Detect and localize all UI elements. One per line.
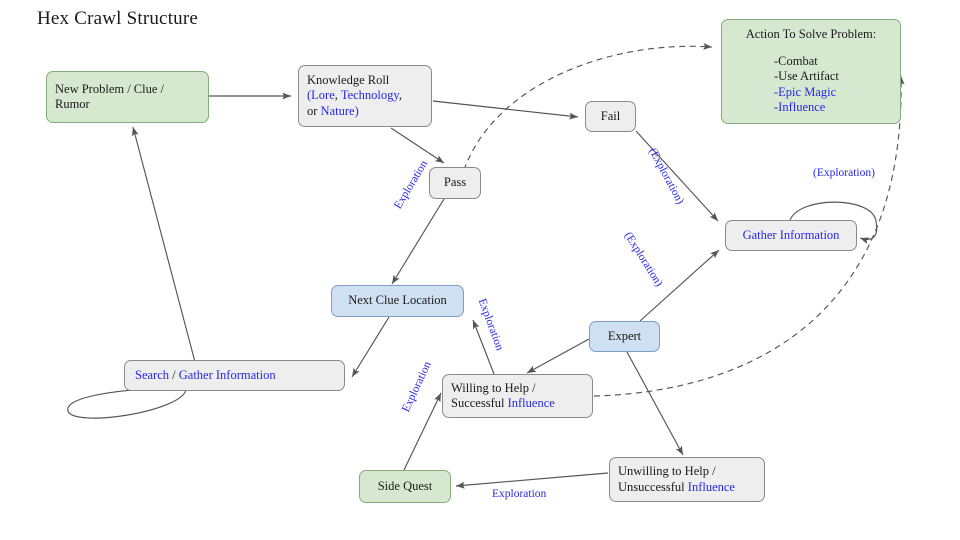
action-item-influence: -Influence: [774, 100, 826, 114]
edge-search-to-newproblem: [131, 126, 196, 363]
node-unwilling-line2: Unsuccessful Influence: [618, 479, 735, 494]
edge-knowledgeroll-to-fail: [432, 100, 579, 120]
page-title: Hex Crawl Structure: [37, 8, 199, 29]
edge-label-expert-to-gather: (Exploration): [621, 230, 665, 289]
node-action-title: Action To Solve Problem:: [745, 27, 877, 41]
node-knowledge-roll-line2: (Lore, Technology,: [307, 88, 402, 103]
node-unwilling-to-help[interactable]: Unwilling to Help / Unsuccessful Influen…: [609, 457, 765, 502]
node-expert[interactable]: Expert: [589, 321, 660, 352]
node-expert-label: Expert: [607, 328, 642, 343]
edge-knowledgeroll-to-pass: [390, 127, 445, 164]
node-new-problem-line2: Rumor: [55, 97, 90, 111]
node-action-list: -Combat -Use Artifact -Epic Magic -Influ…: [730, 54, 892, 116]
node-gather-information[interactable]: Gather Information: [725, 220, 857, 251]
node-fail[interactable]: Fail: [585, 101, 636, 132]
node-new-problem-line1: New Problem / Clue /: [55, 81, 165, 96]
node-next-clue-location-label: Next Clue Location: [348, 293, 447, 308]
node-willing-line1: Willing to Help /: [451, 380, 536, 395]
node-unwilling-line1: Unwilling to Help /: [618, 464, 716, 478]
edge-expert-to-willing: [526, 338, 590, 374]
edge-label-fail-to-gather: (Exploration): [646, 146, 687, 207]
edge-label-unwilling-to-sidequest: Exploration: [492, 488, 547, 500]
node-willing-line2: Successful Influence: [451, 396, 555, 410]
edge-nextclue-to-search: [351, 316, 390, 378]
edge-label-gather-self-loop: (Exploration): [813, 167, 875, 179]
node-side-quest[interactable]: Side Quest: [359, 470, 451, 503]
node-search-gather-label: Search / Gather Information: [135, 367, 276, 382]
node-knowledge-roll[interactable]: Knowledge Roll (Lore, Technology, or Nat…: [298, 65, 432, 127]
node-knowledge-roll-line3: or Nature): [307, 103, 359, 118]
edge-fail-to-gather: [635, 130, 719, 222]
node-knowledge-roll-line1: Knowledge Roll: [307, 72, 390, 87]
node-side-quest-label: Side Quest: [377, 478, 433, 493]
node-action-to-solve-problem[interactable]: Action To Solve Problem: -Combat -Use Ar…: [721, 19, 901, 124]
action-item-use-artifact: -Use Artifact: [774, 69, 839, 83]
node-new-problem[interactable]: New Problem / Clue / Rumor: [46, 71, 209, 123]
node-willing-to-help[interactable]: Willing to Help / Successful Influence: [442, 374, 593, 418]
action-item-combat: -Combat: [774, 53, 818, 68]
action-item-epic-magic: -Epic Magic: [774, 84, 837, 99]
node-next-clue-location[interactable]: Next Clue Location: [331, 285, 464, 317]
node-pass[interactable]: Pass: [429, 167, 481, 199]
edge-unwilling-to-sidequest: [455, 472, 609, 489]
node-search-gather-information[interactable]: Search / Gather Information: [124, 360, 345, 391]
edge-label-pass-to-nextclue: Exploration: [392, 158, 431, 212]
node-gather-information-label: Gather Information: [742, 227, 840, 242]
node-fail-label: Fail: [600, 108, 621, 123]
node-pass-label: Pass: [443, 175, 467, 190]
edge-expert-to-unwilling: [626, 351, 684, 456]
edge-label-willing-to-nextclue: Exploration: [475, 297, 506, 353]
edge-label-sidequest-to-willing: Exploration: [400, 359, 434, 415]
edge-pass-to-nextclue: [391, 198, 445, 285]
